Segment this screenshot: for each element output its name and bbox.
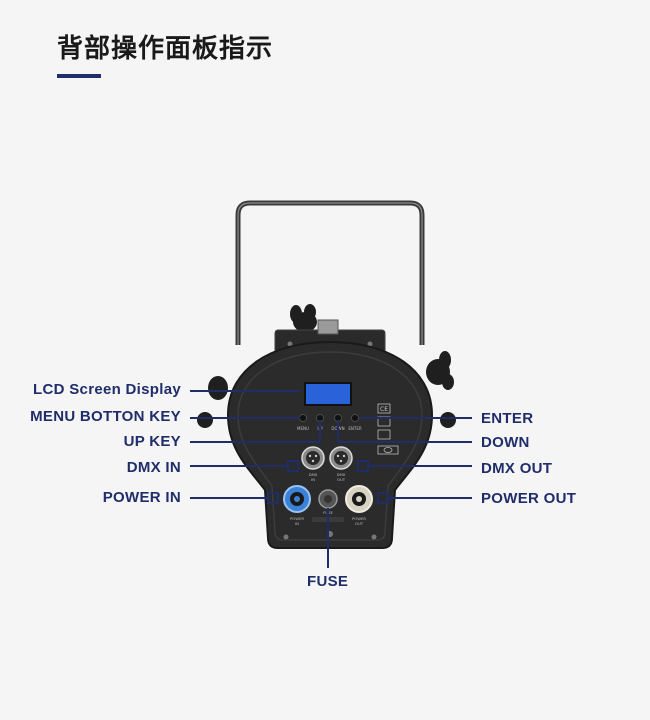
- fuse-holder: [318, 489, 338, 509]
- right-tilt-knob: [440, 412, 456, 428]
- dmx-out-connector: [329, 446, 353, 470]
- svg-text:IN: IN: [295, 521, 299, 526]
- svg-text:OUT: OUT: [355, 521, 364, 526]
- dmx-in-connector: [301, 446, 325, 470]
- label-power-in: POWER IN: [102, 489, 181, 506]
- label-up-key: UP KEY: [123, 433, 181, 450]
- label-dmx-out: DMX OUT: [481, 460, 553, 477]
- menu-key: [299, 414, 307, 422]
- power-in-connector: [283, 485, 311, 513]
- panel-enter-text: ENTER: [348, 426, 361, 431]
- label-menu-button-key: MENU BOTTON KEY: [30, 408, 181, 425]
- left-tilt-knob: [197, 376, 228, 428]
- label-lcd-screen-display: LCD Screen Display: [33, 381, 181, 398]
- label-enter: ENTER: [481, 410, 534, 427]
- svg-text:IN: IN: [311, 477, 315, 482]
- callout-lines: [190, 390, 472, 568]
- right-knob: [426, 351, 454, 390]
- page-title: 背部操作面板指示: [57, 34, 274, 64]
- label-dmx-in: DMX IN: [126, 459, 181, 476]
- svg-text:OUT: OUT: [337, 477, 346, 482]
- power-out-connector: [345, 485, 373, 513]
- label-down: DOWN: [481, 434, 530, 451]
- label-fuse: FUSE: [307, 573, 349, 590]
- svg-text:POWER: POWER: [290, 516, 304, 521]
- panel-menu-text: MENU: [297, 426, 309, 431]
- callout-markers: [267, 460, 389, 504]
- panel-dmx-out-text: DMX: [337, 472, 346, 477]
- left-knob: [290, 304, 317, 332]
- svg-text:POWER: POWER: [352, 516, 366, 521]
- ce-mark-text: CE: [380, 406, 388, 413]
- buttons: [299, 414, 359, 422]
- panel-dmx-in-text: DMX: [309, 472, 318, 477]
- label-power-out: POWER OUT: [481, 490, 577, 507]
- enter-key: [351, 414, 359, 422]
- title-underline: [57, 74, 101, 78]
- lcd-screen: [304, 382, 352, 406]
